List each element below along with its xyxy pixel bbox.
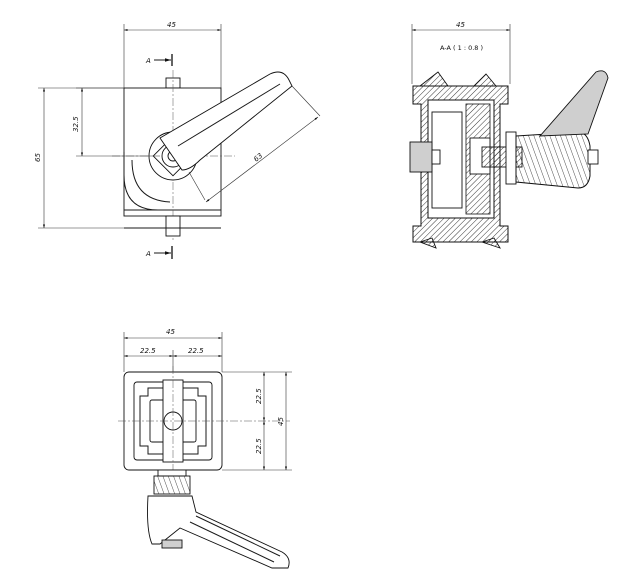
bottom-handle xyxy=(147,495,290,569)
section-marker-bottom: A xyxy=(145,246,173,259)
front-lever-dimension: 63 xyxy=(188,85,321,203)
bottom-half-right-text: 22.5 xyxy=(188,347,204,355)
section-lever xyxy=(481,70,609,189)
section-title: A-A ( 1 : 0.8 ) xyxy=(440,44,483,52)
section-width-dim-text: 45 xyxy=(456,21,465,29)
front-width-dimension: 45 xyxy=(123,21,222,88)
section-handle xyxy=(538,70,609,137)
section-view: 45 A-A ( 1 : 0.8 ) xyxy=(409,21,609,249)
front-bottom-stud xyxy=(165,215,181,237)
section-width-dimension: 45 xyxy=(411,21,511,84)
section-marker-top: A xyxy=(145,54,173,66)
front-height-dim-text: 65 xyxy=(34,153,42,162)
bottom-knurled-collar xyxy=(153,475,191,495)
front-width-dim-text: 45 xyxy=(167,21,176,29)
bottom-view: 45 22.5 22.5 22.5 22.5 45 xyxy=(118,328,292,569)
bottom-lever xyxy=(147,469,290,569)
front-center-dimension: 32.5 xyxy=(72,87,160,157)
section-marker-top-label: A xyxy=(145,57,151,65)
section-body xyxy=(409,71,509,249)
bottom-height-dim-text: 45 xyxy=(277,417,285,426)
front-center-dim-text: 32.5 xyxy=(72,116,80,132)
bottom-half-left-text: 22.5 xyxy=(140,347,156,355)
section-marker-bottom-label: A xyxy=(145,250,151,258)
bottom-height-dimensions: 22.5 22.5 45 xyxy=(222,371,292,471)
front-lever-dim-text: 63 xyxy=(252,152,264,164)
section-left-knob xyxy=(409,141,433,173)
section-knurled-grip xyxy=(515,131,591,189)
bottom-half-dimensions: 22.5 22.5 xyxy=(124,347,222,372)
front-view: 45 A A xyxy=(34,21,321,259)
bottom-upper-half-text: 22.5 xyxy=(255,388,263,404)
bottom-lower-half-text: 22.5 xyxy=(255,438,263,454)
bottom-width-dim-text: 45 xyxy=(166,328,175,336)
front-height-dimension: 65 xyxy=(34,87,124,229)
bottom-width-dimension: 45 xyxy=(123,328,223,372)
